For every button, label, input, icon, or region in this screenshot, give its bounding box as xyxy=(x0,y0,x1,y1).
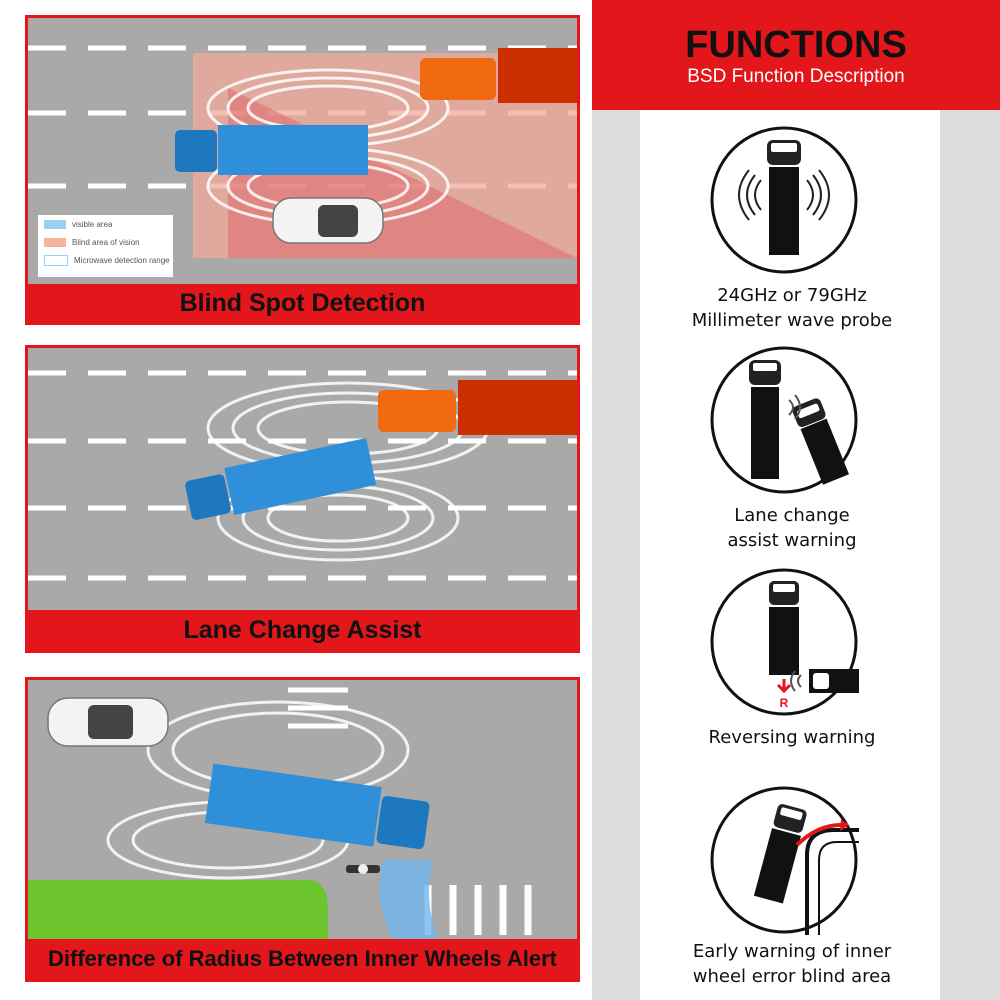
panel-title-inner-wheel: Difference of Radius Between Inner Wheel… xyxy=(28,939,577,979)
white-car xyxy=(47,697,169,747)
caption-radar-line2: Millimeter wave probe xyxy=(691,310,893,331)
white-car xyxy=(272,197,384,244)
reversing-icon: R xyxy=(710,568,859,716)
caption-radar-line1: 24GHz or 79GHz xyxy=(717,285,867,306)
functions-subtitle: BSD Function Description xyxy=(687,66,905,87)
inner-wheel-illustration xyxy=(28,680,577,939)
cyclist xyxy=(346,864,380,874)
blue-truck xyxy=(175,125,368,175)
radar-truck-icon xyxy=(710,126,858,274)
blind-spot-illustration xyxy=(28,18,577,288)
turn-warning-icon xyxy=(710,786,859,935)
caption-reversing: Reversing warning xyxy=(708,727,876,748)
lane-change-illustration xyxy=(28,348,577,610)
panel-title-lane-change: Lane Change Assist xyxy=(28,610,577,650)
map-legend: visible area Blind area of vision Microw… xyxy=(38,215,173,277)
inner-wheel-panel: Difference of Radius Between Inner Wheel… xyxy=(25,677,580,982)
blue-truck xyxy=(204,763,430,850)
blind-spot-panel: visible area Blind area of vision Microw… xyxy=(25,15,580,325)
caption-turn-line2: wheel error blind area xyxy=(692,966,892,987)
reverse-gear-marker: R xyxy=(780,696,789,710)
legend-microwave-range: Microwave detection range xyxy=(74,256,170,265)
functions-header: FUNCTIONS BSD Function Description xyxy=(592,0,1000,110)
functions-title: FUNCTIONS xyxy=(685,24,907,66)
lane-change-panel: Lane Change Assist xyxy=(25,345,580,653)
caption-lane-line2: assist warning xyxy=(727,530,857,551)
legend-blind-area: Blind area of vision xyxy=(72,238,140,247)
panel-title-blind-spot: Blind Spot Detection xyxy=(28,284,577,322)
lane-change-icon xyxy=(710,346,858,494)
blue-truck xyxy=(185,437,377,520)
caption-turn-line1: Early warning of inner xyxy=(692,941,892,962)
orange-lorry xyxy=(378,380,577,435)
functions-sidebar: FUNCTIONS BSD Function Description 24GHz… xyxy=(592,0,1000,1000)
orange-lorry xyxy=(420,48,577,103)
legend-visible-area: visible area xyxy=(72,220,113,229)
caption-lane-line1: Lane change xyxy=(734,505,850,526)
